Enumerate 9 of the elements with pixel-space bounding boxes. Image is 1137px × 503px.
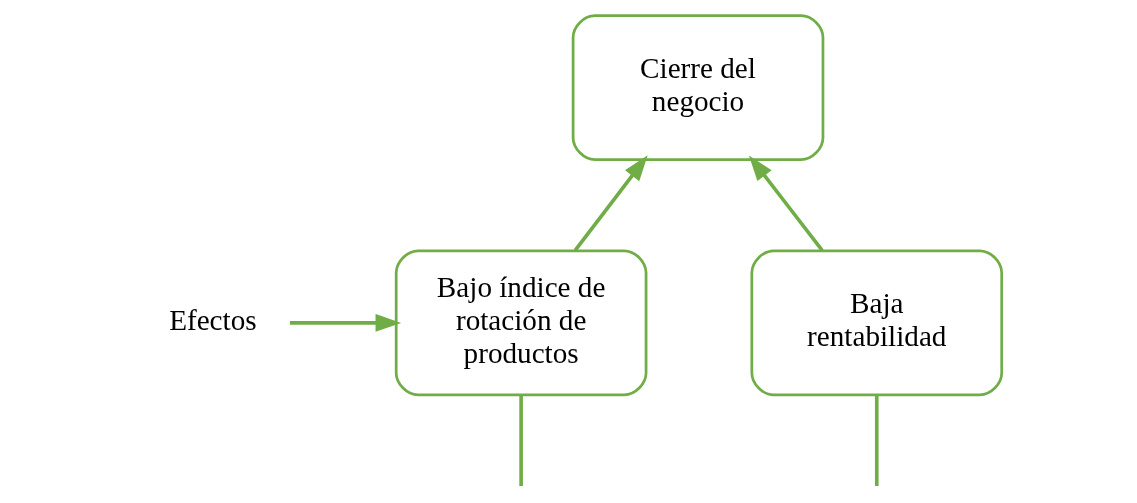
connector — [874, 395, 879, 486]
arrow — [573, 155, 648, 252]
node-box: Bajo índice de rotación de productos — [394, 249, 647, 397]
node-box: Baja rentabilidad — [749, 249, 1003, 397]
node-text: Efectos — [168, 303, 257, 336]
arrow — [748, 155, 824, 252]
connector — [518, 395, 523, 486]
node-box: Cierre del negocio — [571, 14, 824, 161]
arrow — [289, 313, 401, 332]
